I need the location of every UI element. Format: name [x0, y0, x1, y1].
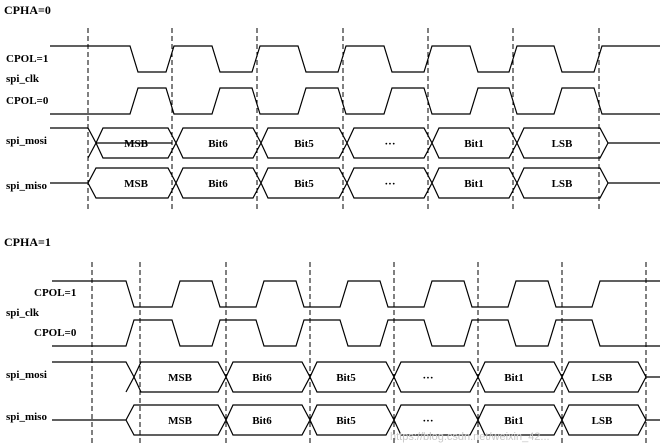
miso-bit-3: Bit5 [336, 415, 356, 427]
miso-bit-2: Bit6 [208, 178, 228, 190]
clk-waveform-cpol0 [50, 87, 660, 115]
spi-mosi-label: spi_mosi [6, 135, 47, 147]
mosi-bit-4: ··· [384, 138, 395, 150]
section-cpha1: CPHA=1 CPOL=1 spi_clk CPOL=0 spi_mosi sp… [4, 235, 660, 446]
miso-bit-1: MSB [168, 415, 193, 427]
mosi-bit-4: ··· [422, 372, 433, 384]
miso-bit-4: ··· [384, 178, 395, 190]
miso-bit-3: Bit5 [294, 178, 314, 190]
mosi-bit-labels: MSB Bit6 Bit5 ··· Bit1 LSB [168, 372, 613, 384]
phase-dashed-lines [91, 262, 647, 446]
mosi-bit-5: Bit1 [464, 138, 484, 150]
section-title: CPHA=0 [4, 3, 51, 17]
mosi-bit-1: MSB [168, 372, 193, 384]
miso-waveform [52, 404, 660, 436]
mosi-bit-2: Bit6 [208, 138, 228, 150]
mosi-bit-labels: MSB Bit6 Bit5 ··· Bit1 LSB [124, 138, 573, 150]
spi-miso-label: spi_miso [6, 411, 47, 423]
mosi-bit-3: Bit5 [336, 372, 356, 384]
cpol1-label: CPOL=1 [6, 53, 48, 65]
clk-waveform-cpol0 [52, 319, 660, 347]
mosi-waveform [50, 127, 660, 159]
miso-bit-5: Bit1 [464, 178, 484, 190]
cpol0-label: CPOL=0 [6, 95, 49, 107]
mosi-bit-6: LSB [592, 372, 613, 384]
miso-bit-6: LSB [592, 415, 613, 427]
miso-bit-4: ··· [422, 415, 433, 427]
spi-miso-label: spi_miso [6, 180, 47, 192]
clk-waveform-cpol1 [52, 280, 660, 308]
miso-bit-labels: MSB Bit6 Bit5 ··· Bit1 LSB [168, 415, 613, 427]
section-cpha0: CPHA=0 CPOL=1 spi_clk CPOL=0 spi_mosi sp… [4, 3, 660, 212]
mosi-bit-3: Bit5 [294, 138, 314, 150]
spi-clk-label: spi_clk [6, 73, 40, 85]
miso-bit-labels: MSB Bit6 Bit5 ··· Bit1 LSB [124, 178, 573, 190]
watermark: https://blog.csdn.net/weixin_42... [390, 431, 550, 443]
mosi-bit-5: Bit1 [504, 372, 524, 384]
mosi-waveform [52, 361, 660, 393]
section-title: CPHA=1 [4, 235, 51, 249]
miso-bit-2: Bit6 [252, 415, 272, 427]
mosi-bit-2: Bit6 [252, 372, 272, 384]
mosi-bit-1: MSB [124, 138, 149, 150]
spi-clk-label: spi_clk [6, 307, 40, 319]
miso-bit-1: MSB [124, 178, 149, 190]
cpol1-label: CPOL=1 [34, 287, 76, 299]
cpol0-label: CPOL=0 [34, 327, 77, 339]
miso-waveform [50, 167, 660, 199]
mosi-bit-6: LSB [552, 138, 573, 150]
spi-mosi-label: spi_mosi [6, 369, 47, 381]
clk-waveform-cpol1 [50, 45, 660, 73]
miso-bit-5: Bit1 [504, 415, 524, 427]
phase-dashed-lines [87, 28, 600, 212]
miso-bit-6: LSB [552, 178, 573, 190]
